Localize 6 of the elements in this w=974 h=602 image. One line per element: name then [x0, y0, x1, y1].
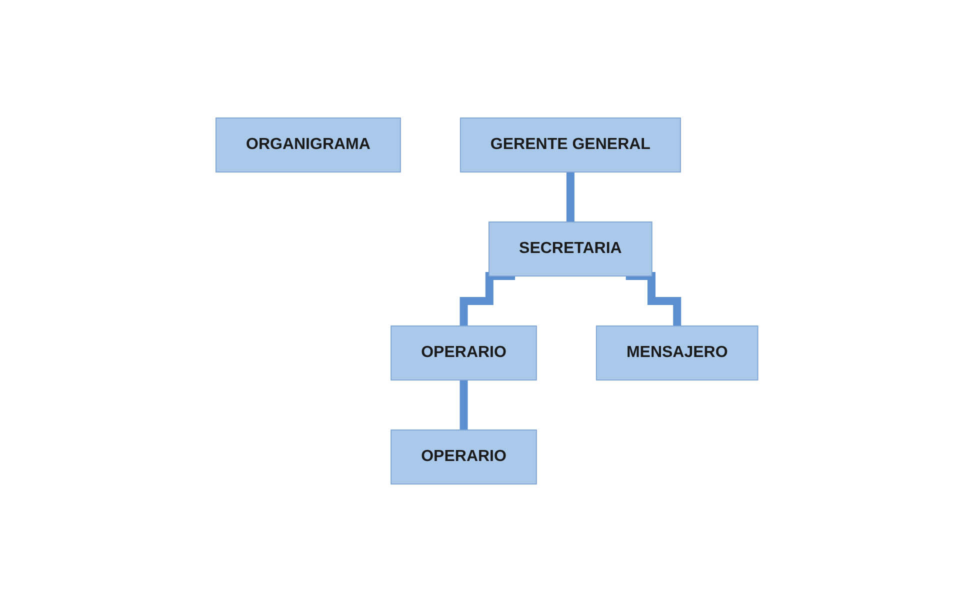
node-box: GERENTE GENERAL — [460, 118, 682, 172]
node-box: OPERARIO — [390, 326, 538, 380]
node-box: MENSAJERO — [596, 326, 758, 380]
node-box: OPERARIO — [390, 430, 538, 484]
node-box: SECRETARIA — [488, 222, 652, 276]
node-box: ORGANIGRAMA — [216, 118, 402, 172]
